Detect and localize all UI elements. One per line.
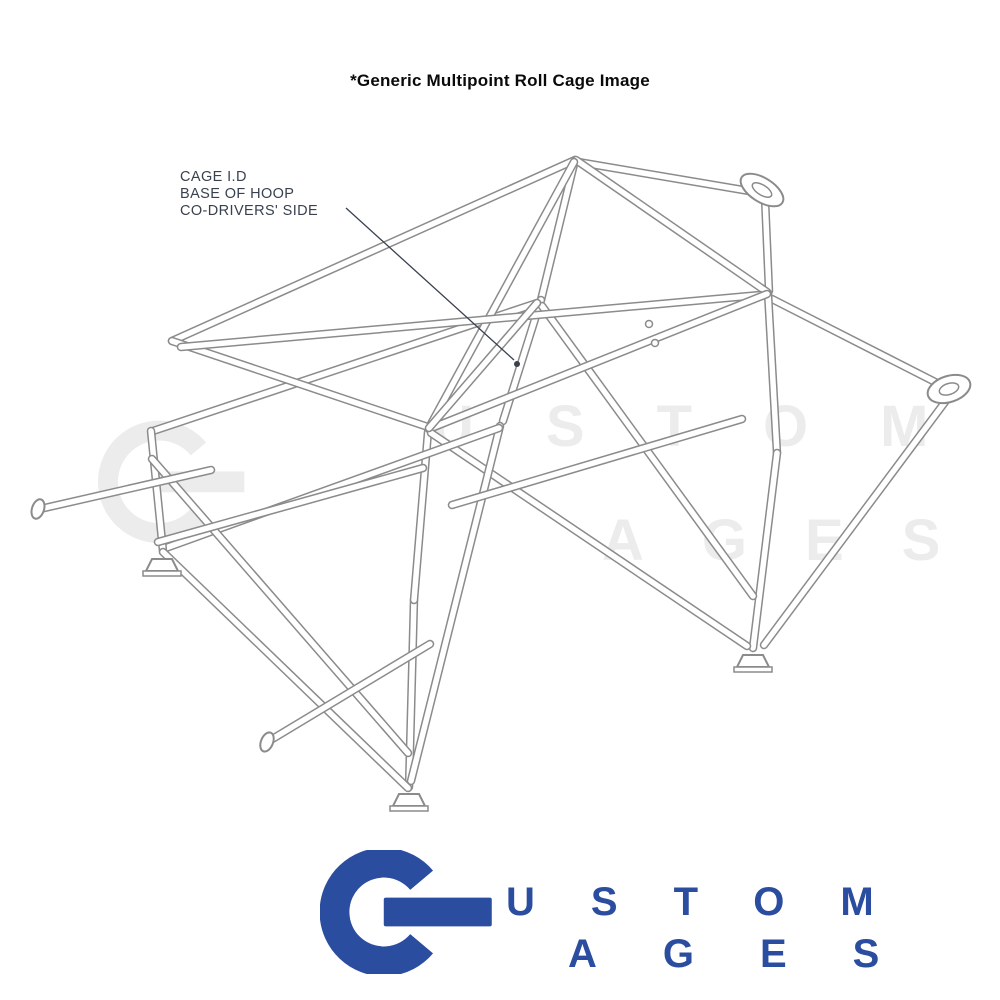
- cage-tube: [426, 291, 770, 432]
- cage-tube: [750, 450, 780, 651]
- mount-plate-hole-icon: [644, 319, 654, 329]
- brand-c-logo: C: [320, 850, 500, 974]
- cage-foot-base: [142, 570, 182, 577]
- cage-tube: [155, 465, 426, 545]
- annotation-target-dot: [514, 361, 520, 367]
- cage-tube: [411, 429, 431, 603]
- cage-foot-base: [389, 805, 429, 812]
- brand-word-bottom: AGES: [568, 932, 946, 976]
- brand-c-shape: [320, 850, 492, 974]
- cage-tube: [37, 467, 214, 512]
- cage-tube: [408, 423, 503, 784]
- cage-tube: [426, 300, 540, 431]
- cage-tube: [266, 641, 433, 744]
- cage-tube: [769, 296, 944, 388]
- cage-tube: [762, 195, 772, 294]
- tube-end-flange: [30, 498, 46, 520]
- watermark-word-top: USTOM: [432, 394, 1000, 459]
- annotation-line-3: CO-DRIVERS' SIDE: [180, 203, 319, 219]
- tube-end-flange: [938, 382, 960, 396]
- tube-end-flange: [259, 731, 275, 753]
- cage-tube: [169, 338, 431, 430]
- cage-tube: [575, 159, 758, 195]
- cage-tube: [169, 157, 578, 344]
- brand-word-top: USTOM: [506, 880, 930, 924]
- annotation-leader-line: [345, 207, 515, 361]
- cage-tube: [538, 157, 578, 303]
- tube-end-flange: [751, 182, 773, 198]
- cage-tube: [428, 430, 750, 649]
- cage-tube: [160, 549, 411, 791]
- image-title: *Generic Multipoint Roll Cage Image: [350, 71, 650, 90]
- cage-tube: [428, 159, 577, 427]
- cage-id-annotation: CAGE I.D BASE OF HOOP CO-DRIVERS' SIDE: [180, 169, 318, 220]
- cage-tube: [449, 416, 745, 508]
- mount-plate-hole-icon: [650, 338, 660, 348]
- cage-tube: [761, 395, 951, 648]
- cage-tube: [765, 290, 780, 456]
- cage-tube: [573, 157, 770, 295]
- annotation-line-2: BASE OF HOOP: [180, 186, 295, 202]
- annotation-line-1: CAGE I.D: [180, 169, 247, 185]
- cage-tube: [149, 456, 411, 756]
- cage-tube: [148, 428, 166, 554]
- cage-foot-base: [733, 666, 773, 673]
